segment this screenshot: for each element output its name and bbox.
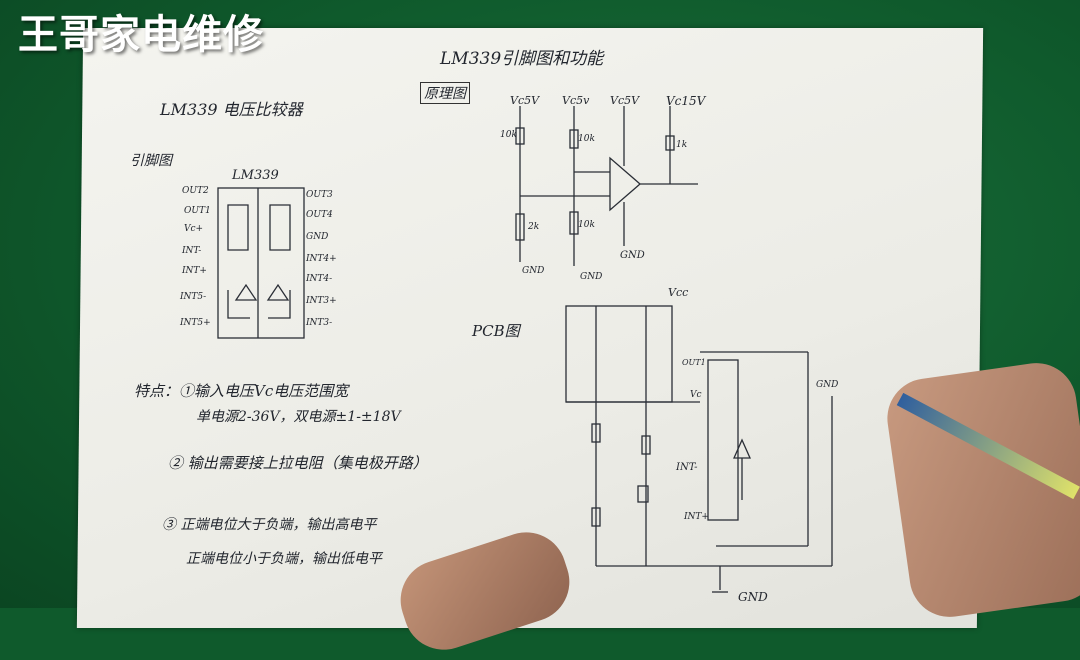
left-pin-3: Vc+	[184, 224, 204, 234]
right-pin-5: INT4-	[306, 274, 333, 284]
pcb-int-plus: INT+	[684, 512, 709, 522]
note-4: ③ 正端电位大于负端，输出高电平	[162, 517, 377, 533]
paper-heading: LM339引脚图和功能	[440, 49, 604, 69]
schem-r4: 2k	[528, 222, 540, 232]
schem-v4: Vc15V	[666, 94, 706, 108]
note-3: ② 输出需要接上拉电阻（集电极开路）	[168, 454, 428, 472]
left-pin-6: INT5-	[180, 292, 207, 302]
note-2: 单电源2-36V，双电源±1-±18V	[196, 409, 401, 425]
left-pin-2: OUT1	[184, 206, 211, 216]
schematic-label: 原理图	[420, 82, 470, 104]
right-pin-7: INT3-	[306, 318, 333, 328]
schem-gnd2: GND	[580, 272, 603, 282]
right-pin-6: INT3+	[306, 296, 337, 306]
schem-r3: 10k	[578, 220, 595, 230]
schem-r5: 1k	[676, 140, 688, 150]
schem-r2: 10k	[578, 134, 595, 144]
channel-title: 王哥家电维修	[18, 12, 264, 58]
right-pin-4: INT4+	[306, 254, 337, 264]
schem-v3: Vc5V	[610, 94, 640, 107]
left-title: LM339 电压比较器	[160, 100, 303, 119]
pinout-label: 引脚图	[130, 153, 172, 169]
schem-v2: Vc5v	[562, 94, 590, 107]
right-pin-1: OUT3	[306, 190, 333, 200]
pcb-vc: Vc	[690, 390, 702, 400]
right-pin-2: OUT4	[306, 210, 333, 220]
left-pin-7: INT5+	[180, 318, 211, 328]
schem-gnd1: GND	[522, 266, 545, 276]
pcb-gnd-top: GND	[816, 380, 839, 390]
pcb-gnd-bottom: GND	[738, 590, 768, 604]
schem-r1: 10k	[500, 130, 517, 140]
left-pin-4: INT-	[182, 246, 202, 256]
left-pin-5: INT+	[182, 266, 207, 276]
drawing-lines	[217, 106, 833, 593]
left-pin-1: OUT2	[182, 186, 209, 196]
pcb-vcc: Vcc	[668, 286, 689, 299]
chip-name: LM339	[232, 168, 279, 183]
note-1: 特点：①输入电压Vc电压范围宽	[134, 382, 349, 400]
schem-gnd3: GND	[620, 250, 645, 261]
note-5: 正端电位小于负端，输出低电平	[186, 551, 382, 567]
pcb-out: OUT1	[682, 358, 706, 367]
pcb-int-minus: INT-	[676, 462, 698, 473]
schem-v1: Vc5V	[510, 94, 540, 107]
pcb-label: PCB图	[472, 322, 520, 340]
right-pin-3: GND	[306, 232, 329, 242]
